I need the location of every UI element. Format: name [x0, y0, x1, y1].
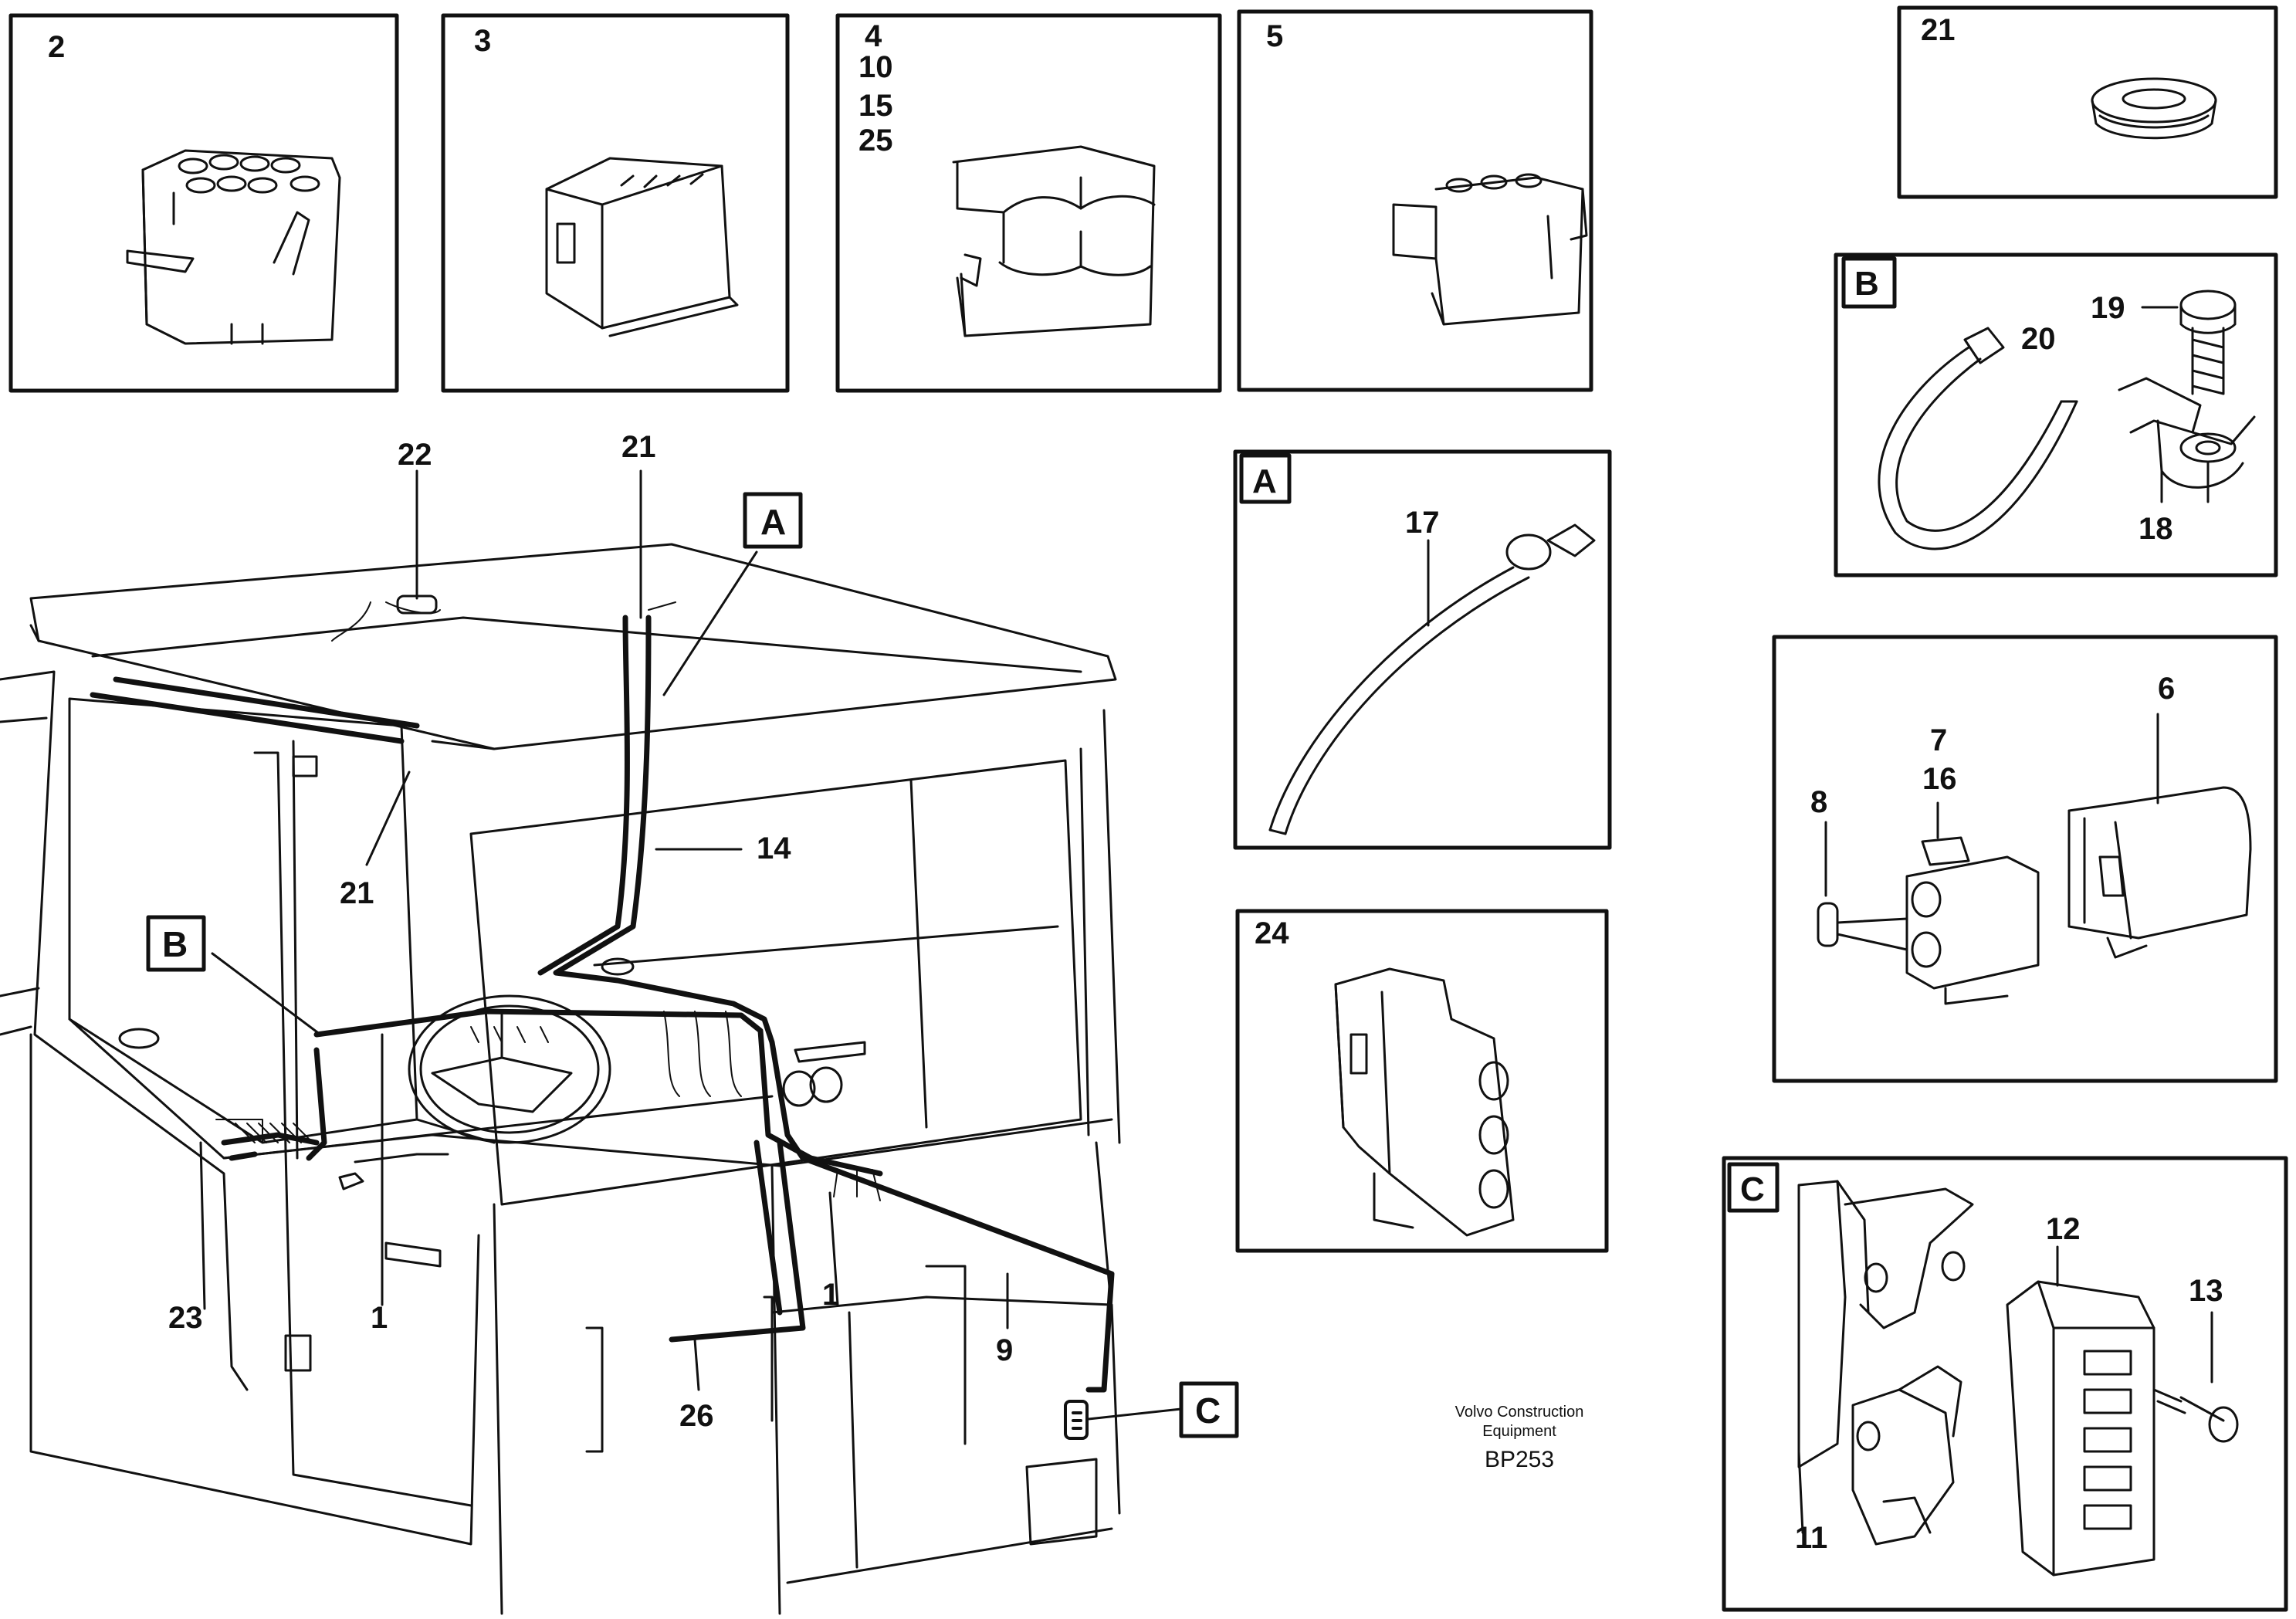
- panel-2: 2: [8, 13, 399, 393]
- plug-7-16-illustration: [1905, 801, 2040, 1005]
- letter-B-panel: B: [1854, 265, 1879, 303]
- letter-A-panel: A: [1252, 462, 1277, 500]
- label-15: 15: [858, 89, 893, 123]
- connector-24-illustration: [1334, 967, 1515, 1237]
- label-21-panel: 21: [1921, 13, 1956, 47]
- callout-C: C: [1195, 1390, 1221, 1431]
- label-18: 18: [2139, 512, 2173, 546]
- credit-line1: Volvo Construction: [1455, 1404, 1584, 1421]
- panel-6-7-16-8: 6 7 16 8: [1772, 635, 2278, 1083]
- connector-3pin-illustration: [1392, 173, 1588, 326]
- label-4: 4: [865, 19, 882, 53]
- label-12: 12: [2046, 1212, 2081, 1246]
- housing-clip-illustration: [952, 145, 1156, 337]
- leader-lines: [199, 469, 1183, 1421]
- callout-9: 9: [996, 1333, 1013, 1367]
- callout-box-A: [743, 492, 803, 549]
- connector-8pin-illustration: [126, 149, 341, 345]
- label-6: 6: [2158, 672, 2175, 706]
- panel-21: 21: [1897, 5, 2278, 199]
- letter-C-panel: C: [1740, 1170, 1765, 1208]
- label-11: 11: [1795, 1521, 1827, 1555]
- screw-13-illustration: [2152, 1311, 2239, 1443]
- label-16: 16: [1922, 762, 1957, 796]
- panel-5: 5: [1237, 9, 1593, 392]
- callout-1-right: 1: [822, 1278, 839, 1312]
- panel-B: B 19 20 18: [1834, 252, 2278, 577]
- clip-18-illustration: [2118, 377, 2256, 503]
- panel-4-10-15-25: 4 10 15 25: [835, 13, 1222, 393]
- label-2: 2: [48, 30, 65, 64]
- grommet-illustration: [2091, 77, 2217, 140]
- tie-17-illustration: [1268, 523, 1596, 835]
- label-13: 13: [2189, 1274, 2223, 1308]
- pin-8-illustration: [1817, 821, 1908, 951]
- panel-C: C 12 13 11: [1722, 1156, 2288, 1612]
- label-7: 7: [1930, 723, 1947, 757]
- panel-24: 24: [1235, 909, 1609, 1253]
- label-20: 20: [2021, 322, 2056, 356]
- bracket-11-illustration: [1797, 1180, 1974, 1546]
- callout-14: 14: [757, 832, 791, 865]
- callout-21-left: 21: [340, 876, 374, 910]
- cab-illustration: A B C 22 21 21 14 23 1 1 9 26: [0, 430, 1239, 1615]
- callout-A: A: [760, 502, 786, 542]
- wiring-harness: [90, 615, 1115, 1393]
- credit-block: Volvo Construction Equipment BP253: [1455, 1404, 1584, 1472]
- callout-B: B: [162, 924, 188, 964]
- credit-line2: Equipment: [1482, 1423, 1556, 1440]
- screw-19-illustration: [2141, 290, 2237, 395]
- callout-22: 22: [398, 438, 432, 472]
- callout-26: 26: [679, 1399, 714, 1433]
- relay-12-illustration: [2006, 1245, 2155, 1577]
- cable-tie-illustration: [1878, 327, 2078, 550]
- label-10: 10: [858, 50, 893, 84]
- label-8: 8: [1810, 785, 1827, 819]
- panel-3: 3: [441, 13, 790, 393]
- callout-21-top: 21: [621, 430, 656, 464]
- panel-A: A 17: [1233, 449, 1612, 850]
- label-5: 5: [1266, 19, 1283, 53]
- callout-1-left: 1: [371, 1301, 388, 1335]
- callout-box-C: [1179, 1381, 1239, 1438]
- callout-23: 23: [168, 1301, 203, 1335]
- label-24: 24: [1255, 916, 1289, 950]
- connector-block-illustration: [545, 157, 739, 337]
- cab-connector-C: [1064, 1400, 1089, 1440]
- label-17: 17: [1405, 506, 1440, 540]
- label-19: 19: [2091, 291, 2125, 325]
- label-3: 3: [474, 24, 491, 58]
- callout-box-B: [146, 915, 206, 972]
- socket-6-illustration: [2067, 713, 2252, 959]
- label-25: 25: [858, 124, 893, 157]
- credit-code: BP253: [1485, 1447, 1554, 1472]
